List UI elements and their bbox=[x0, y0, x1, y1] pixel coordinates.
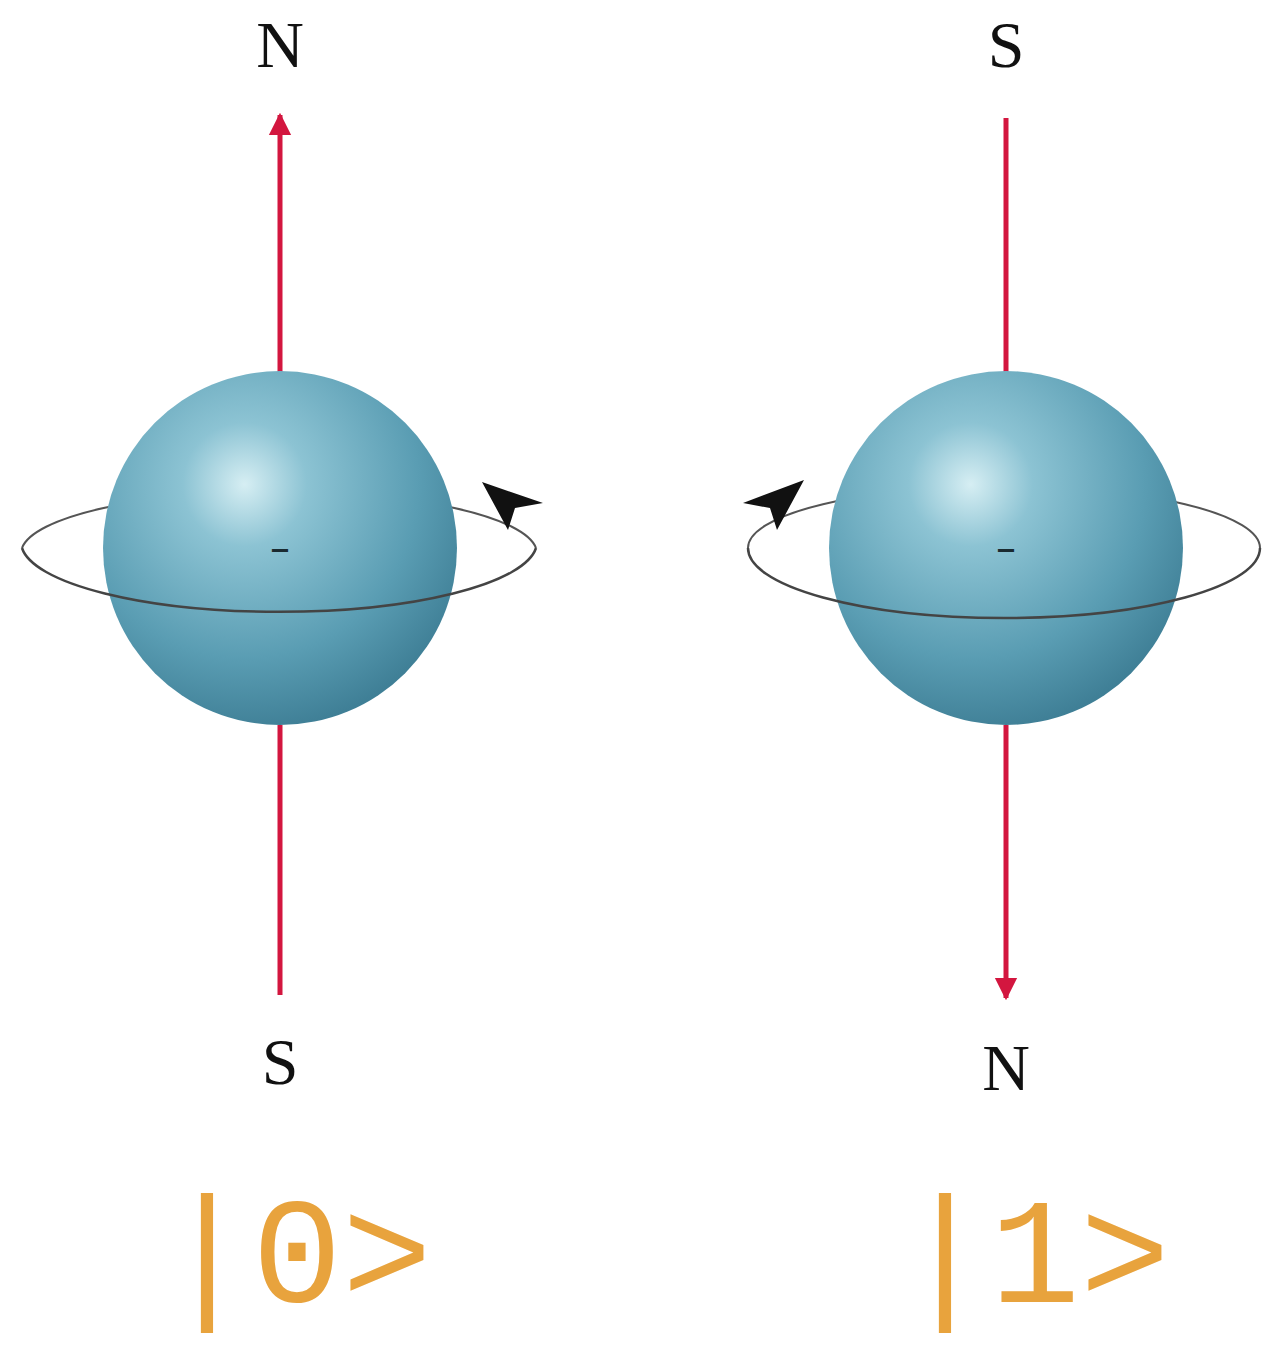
electron-sphere: – bbox=[828, 370, 1184, 726]
moment-arrow bbox=[1004, 725, 1009, 998]
rotation-arrowhead bbox=[743, 480, 804, 530]
axis-line bbox=[1004, 118, 1009, 408]
charge-sign: – bbox=[996, 528, 1016, 568]
charge-sign: – bbox=[270, 528, 290, 568]
electron-sphere: – bbox=[102, 370, 458, 726]
spin-orbit bbox=[22, 548, 536, 612]
pole-label: N bbox=[256, 12, 304, 78]
moment-arrow bbox=[278, 115, 283, 405]
pole-label: S bbox=[262, 1029, 299, 1095]
state-label: |1> bbox=[900, 1187, 1170, 1337]
pole-label: S bbox=[988, 12, 1025, 78]
rotation-arrowhead bbox=[482, 482, 543, 530]
sphere-body bbox=[103, 371, 457, 725]
axis-line bbox=[278, 725, 283, 995]
pole-label: N bbox=[982, 1035, 1030, 1101]
sphere-body bbox=[829, 371, 1183, 725]
spin-orbit bbox=[748, 548, 1260, 618]
state-label: |0> bbox=[162, 1187, 432, 1337]
